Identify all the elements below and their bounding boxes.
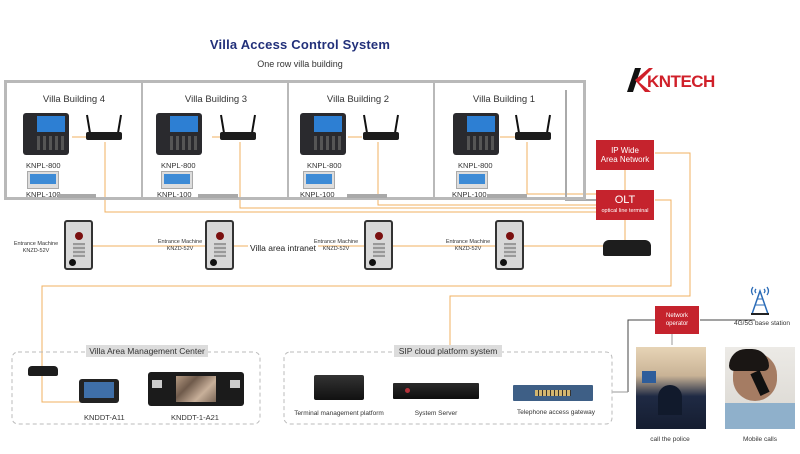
entrance-machine-icon xyxy=(64,220,93,270)
monitor-model-label: KNPL-100 xyxy=(157,190,192,199)
system-server-icon xyxy=(393,383,479,399)
dispatch-console-a21-icon xyxy=(148,372,244,406)
olt-subtitle: optical line terminal xyxy=(601,208,649,214)
phone-model-label: KNPL-800 xyxy=(307,161,342,170)
terminal-management-platform-icon xyxy=(314,375,364,400)
sip-device-caption: Terminal management platform xyxy=(294,410,384,417)
ip-wan-line2: Area Network xyxy=(600,155,650,164)
villa-building-4 xyxy=(7,83,143,197)
entrance-machine-label: Entrance Machine KNZD-52V xyxy=(308,239,364,253)
kntech-logo: KNTECH xyxy=(625,66,725,94)
building-label: Villa Building 1 xyxy=(472,94,536,105)
door-bar xyxy=(198,194,238,198)
building-label: Villa Building 3 xyxy=(184,94,248,105)
entrance-machine-label: Entrance Machine KNZD-52V xyxy=(8,241,64,255)
console-model-label: KNDDT-A11 xyxy=(84,413,125,422)
endpoint-caption: Mobile calls xyxy=(743,436,777,443)
olt-title: OLT xyxy=(614,194,636,206)
telephone-gateway-icon xyxy=(513,385,593,401)
em-model: KNZD-52V xyxy=(22,248,50,254)
building-label: Villa Building 4 xyxy=(42,94,106,105)
management-center-label: Villa Area Management Center xyxy=(86,345,208,357)
router-icon xyxy=(515,114,551,140)
entrance-machine-icon xyxy=(205,220,234,270)
villa-row xyxy=(4,80,586,200)
operator-line1: Network xyxy=(665,313,688,319)
network-operator-box: Network operator xyxy=(655,306,699,334)
endpoint-caption: call the police xyxy=(650,436,690,443)
door-bar xyxy=(347,194,387,198)
mobile-call-photo xyxy=(725,347,795,429)
monitor-model-label: KNPL-100 xyxy=(452,190,487,199)
indoor-monitor-icon xyxy=(161,171,193,189)
em-model: KNZD-52V xyxy=(454,246,482,252)
desk-console-a11-icon xyxy=(79,379,119,403)
entrance-machine-label: Entrance Machine KNZD-52V xyxy=(152,239,208,253)
ip-wan-box: IP Wide Area Network xyxy=(596,140,654,170)
indoor-monitor-icon xyxy=(456,171,488,189)
base-station-label: 4G/5G base station xyxy=(733,320,790,327)
phone-model-label: KNPL-800 xyxy=(458,161,493,170)
em-model: KNZD-52V xyxy=(322,246,350,252)
villa-building-3 xyxy=(143,83,289,197)
operator-line2: operator xyxy=(665,321,689,327)
em-name: Entrance Machine xyxy=(13,241,59,247)
sip-platform-label: SIP cloud platform system xyxy=(394,345,502,357)
onu-device-icon xyxy=(603,240,651,256)
indoor-monitor-icon xyxy=(27,171,59,189)
entrance-machine-icon xyxy=(364,220,393,270)
intranet-label: Villa area intranet xyxy=(248,243,318,253)
base-station-tower-icon xyxy=(750,286,770,315)
ip-wan-line1: IP Wide xyxy=(611,146,639,155)
page-subtitle: One row villa building xyxy=(257,59,343,69)
ip-phone-icon xyxy=(23,113,69,155)
em-name: Entrance Machine xyxy=(445,239,491,245)
em-model: KNZD-52V xyxy=(166,246,194,252)
onu-device-icon xyxy=(28,366,58,376)
door-bar xyxy=(487,194,527,198)
sip-device-caption: Telephone access gateway xyxy=(516,409,596,416)
router-icon xyxy=(363,114,399,140)
page-title: Villa Access Control System xyxy=(209,37,391,52)
villa-building-2 xyxy=(289,83,435,197)
entrance-machine-icon xyxy=(495,220,524,270)
em-name: Entrance Machine xyxy=(157,239,203,245)
router-icon xyxy=(86,114,122,140)
logo-text: KNTECH xyxy=(647,72,715,91)
em-name: Entrance Machine xyxy=(313,239,359,245)
console-model-label: KNDDT-1-A21 xyxy=(171,413,219,422)
sip-device-caption: System Server xyxy=(414,410,458,417)
phone-model-label: KNPL-800 xyxy=(161,161,196,170)
olt-box: OLT optical line terminal xyxy=(596,190,654,220)
router-icon xyxy=(220,114,256,140)
ip-phone-icon xyxy=(156,113,202,155)
indoor-monitor-icon xyxy=(303,171,335,189)
monitor-model-label: KNPL-100 xyxy=(300,190,335,199)
ip-phone-icon xyxy=(300,113,346,155)
building-label: Villa Building 2 xyxy=(326,94,390,105)
ip-phone-icon xyxy=(453,113,499,155)
monitor-model-label: KNPL-100 xyxy=(26,190,61,199)
phone-model-label: KNPL-800 xyxy=(26,161,61,170)
police-call-center-photo xyxy=(636,347,706,429)
door-bar xyxy=(58,194,96,198)
entrance-machine-label: Entrance Machine KNZD-52V xyxy=(440,239,496,253)
kntech-k-icon xyxy=(627,68,653,92)
